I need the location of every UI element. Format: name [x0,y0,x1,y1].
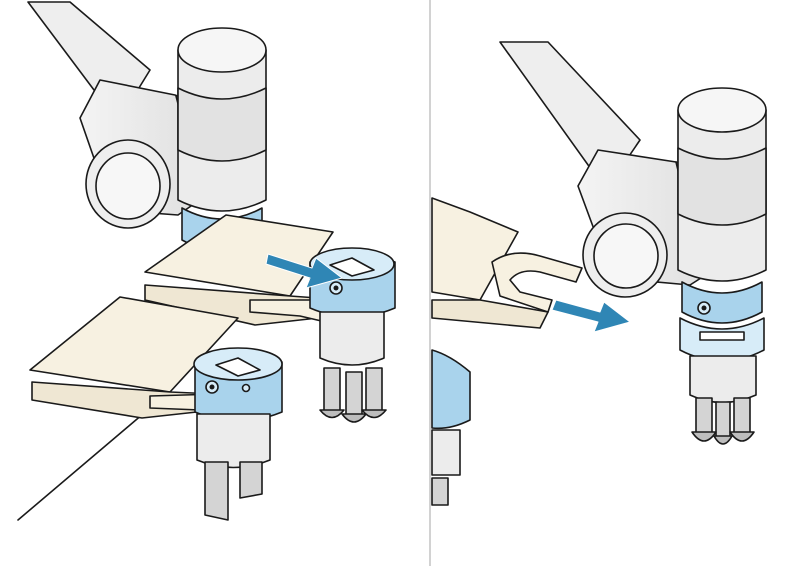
arrow-right-icon [265,253,343,289]
robot-wrist-bracket [177,87,267,162]
holder-fork-empty [491,252,583,313]
table-edge-line [17,407,151,521]
robot-joint-cap-inner [593,223,659,289]
tool-changer-robot-side [681,281,763,324]
screw-icon [241,383,251,393]
left-panel [17,1,396,521]
robot-wrist-top [677,87,767,133]
parked-tool-partial [431,349,471,430]
right-panel [431,41,767,506]
robot-wrist-top [177,27,267,73]
holder-plate-upper [144,214,334,297]
holder-plate-lower [29,296,239,393]
robot-joint-cap-inner [95,152,161,220]
arrow-right-icon [551,299,631,333]
attached-tool-body [689,355,757,404]
lower-tool [193,347,283,521]
holder-plate-empty-bracket [431,299,549,329]
robot-wrist-bracket [677,147,767,226]
